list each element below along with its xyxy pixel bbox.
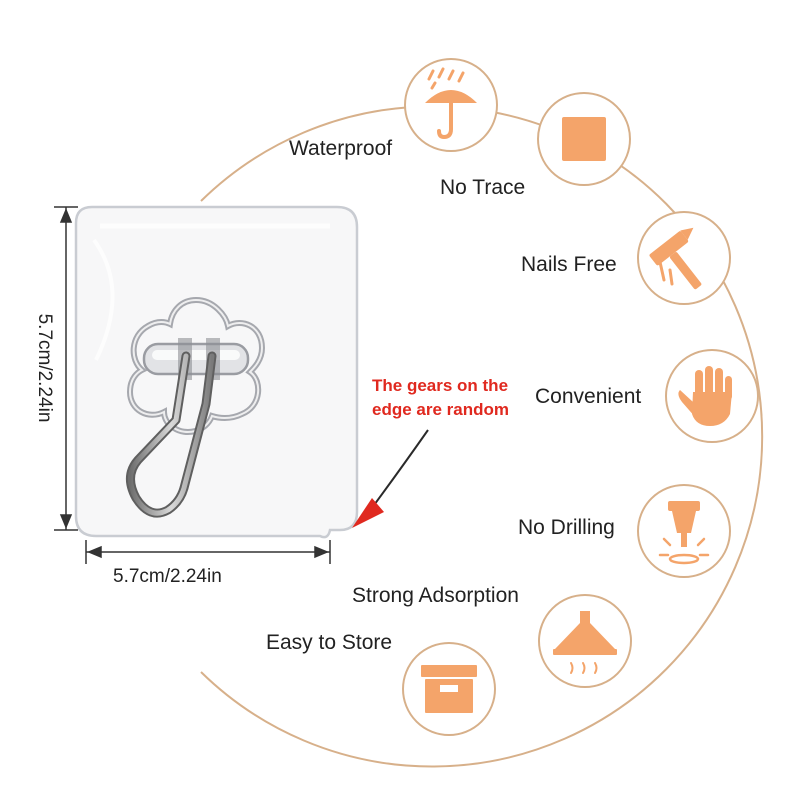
hammer-nails-icon [637,211,731,305]
width-dimension-label: 5.7cm/2.24in [113,566,222,587]
red-arrow-icon [352,429,429,528]
feature-label-strong-adsorption: Strong Adsorption [352,584,519,607]
square-patch-icon [537,92,631,186]
storage-box-icon [402,642,496,736]
umbrella-rain-icon [404,58,498,152]
height-dimension-line [54,206,78,531]
edge-gears-note: The gears on the edge are random [372,374,509,422]
adhesive-hook-product [74,205,359,539]
feature-label-no-drilling: No Drilling [518,516,615,539]
feature-label-nails-free: Nails Free [521,253,617,276]
note-line-2: edge are random [372,400,509,419]
feature-label-easy-to-store: Easy to Store [266,631,393,654]
width-dimension-line [85,540,331,564]
suction-hood-icon [538,594,632,688]
note-line-1: The gears on the [372,376,509,395]
hand-icon [665,349,759,443]
height-dimension-label: 5.7cm/2.24in [34,313,55,423]
feature-label-waterproof: Waterproof [289,137,393,160]
drill-icon [637,484,731,578]
feature-label-convenient: Convenient [535,385,642,408]
feature-label-no-trace: No Trace [440,176,526,199]
